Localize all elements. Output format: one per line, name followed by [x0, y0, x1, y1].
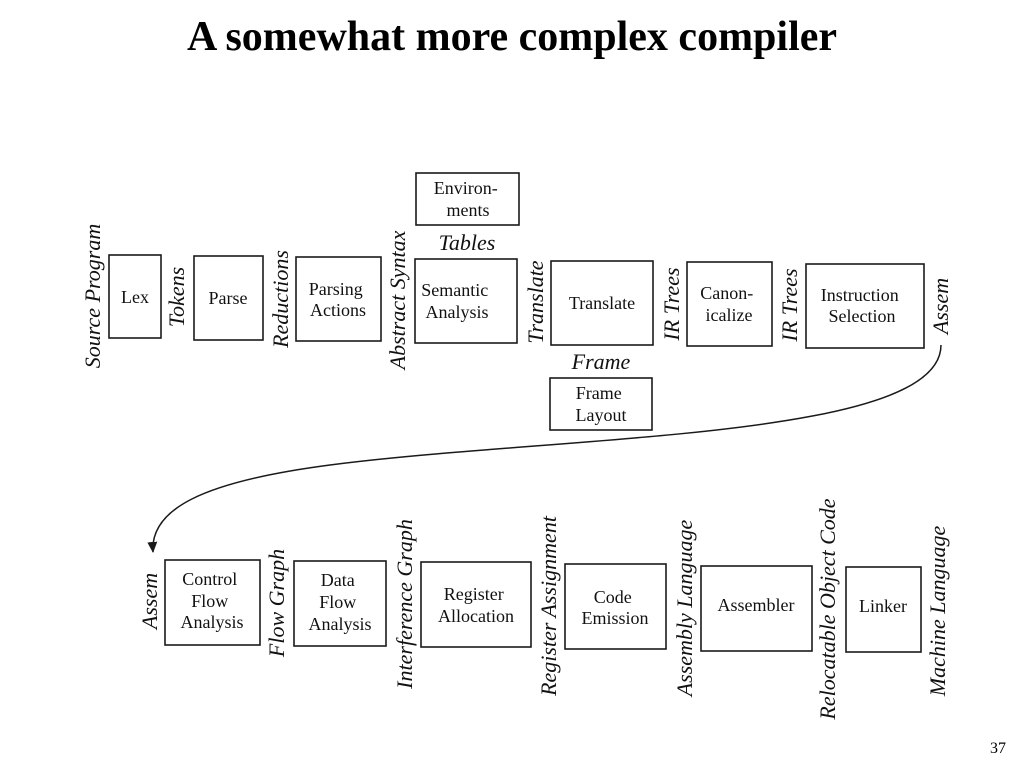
box-code-emission-line-2: Emission	[581, 608, 648, 628]
box-instruction-selection-line-2: Selection	[829, 306, 896, 326]
svg-text:Parsing Actions: Parsing Actions	[309, 279, 368, 320]
box-linker-label: Linker	[859, 596, 907, 616]
svg-text:Control Flow Analy: Control Flow Analysis	[181, 569, 244, 632]
label-abstract-syntax: Abstract Syntax	[385, 230, 410, 371]
box-register-allocation-line-1: Register	[444, 584, 504, 604]
box-environments-line-1: Environ-	[434, 178, 498, 198]
box-control-flow-analysis: Control Flow Analysis	[164, 559, 261, 646]
svg-text:Instruction Selection: Instruction Selection	[821, 285, 904, 326]
label-reductions: Reductions	[268, 250, 293, 349]
assem-connector-arrow	[147, 344, 942, 553]
box-data-flow-analysis-line-3: Analysis	[309, 614, 372, 634]
box-lex-label: Lex	[121, 287, 149, 307]
label-machine-language: Machine Language	[925, 526, 950, 698]
box-code-emission-line-1: Code	[594, 587, 632, 607]
svg-text:Register Allocation: Register Allocation	[438, 584, 514, 626]
box-canonicalize-line-2: icalize	[706, 305, 753, 325]
slide-title: A somewhat more complex compiler	[186, 14, 838, 60]
label-tables: Tables	[439, 230, 496, 255]
box-parsing-actions-line-1: Parsing	[309, 279, 363, 299]
label-register-assignment: Register Assignment	[536, 515, 561, 697]
label-ir-trees-1: IR Trees	[659, 267, 684, 341]
box-canonicalize: Canon- icalize	[686, 261, 773, 347]
box-data-flow-analysis: Data Flow Analysis	[293, 560, 387, 647]
label-assem-top: Assem	[928, 278, 953, 336]
label-assembly-language: Assembly Language	[672, 519, 697, 698]
label-assem-bottom: Assem	[137, 573, 162, 631]
box-instruction-selection: Instruction Selection	[805, 263, 925, 349]
box-frame-layout-line-1: Frame	[576, 383, 622, 403]
box-register-allocation: Register Allocation	[420, 561, 532, 648]
box-control-flow-analysis-line-3: Analysis	[181, 612, 244, 632]
svg-text:Environ- ments: Environ- ments	[434, 178, 502, 220]
box-frame-layout-line-2: Layout	[576, 405, 627, 425]
box-translate-label: Translate	[569, 293, 635, 313]
label-source-program: Source Program	[80, 224, 105, 368]
label-flow-graph: Flow Graph	[264, 549, 289, 658]
label-interference-graph: Interference Graph	[392, 519, 417, 690]
box-parse: Parse	[193, 255, 264, 341]
box-instruction-selection-line-1: Instruction	[821, 285, 899, 305]
box-semantic-analysis-line-1: Semantic	[421, 280, 488, 300]
box-parsing-actions: Parsing Actions	[295, 256, 382, 342]
box-assembler: Assembler	[700, 565, 813, 652]
svg-text:Frame Layout: Frame Layout	[576, 383, 627, 425]
box-translate: Translate	[550, 260, 654, 346]
box-data-flow-analysis-line-2: Flow	[319, 592, 356, 612]
box-lex: Lex	[108, 254, 162, 339]
box-control-flow-analysis-line-2: Flow	[191, 591, 228, 611]
svg-text:Data Flow Analysis: Data Flow Analysis	[309, 570, 372, 634]
label-translate: Translate	[523, 260, 548, 343]
page-number: 37	[990, 740, 1006, 757]
box-semantic-analysis: Semantic Analysis	[414, 258, 518, 344]
svg-text:Canon- icalize: Canon- icalize	[700, 283, 758, 325]
box-canonicalize-line-1: Canon-	[700, 283, 753, 303]
box-register-allocation-line-2: Allocation	[438, 606, 514, 626]
svg-text:Semantic Analysis: Semantic Analysis	[421, 280, 492, 322]
box-data-flow-analysis-line-1: Data	[321, 570, 355, 590]
label-tokens: Tokens	[164, 267, 189, 327]
svg-text:Code Emission: Code Emission	[581, 587, 648, 628]
label-frame: Frame	[571, 349, 631, 374]
box-linker: Linker	[845, 566, 922, 653]
box-frame-layout: Frame Layout	[549, 377, 653, 431]
box-assembler-label: Assembler	[718, 595, 795, 615]
box-parse-label: Parse	[209, 288, 248, 308]
label-ir-trees-2: IR Trees	[777, 268, 802, 342]
box-environments-line-2: ments	[447, 200, 490, 220]
box-environments: Environ- ments	[415, 172, 520, 226]
box-parsing-actions-line-2: Actions	[310, 300, 366, 320]
label-relocatable-object-code: Relocatable Object Code	[815, 498, 840, 720]
box-semantic-analysis-line-2: Analysis	[426, 302, 489, 322]
box-control-flow-analysis-line-1: Control	[182, 569, 237, 589]
box-code-emission: Code Emission	[564, 563, 667, 650]
